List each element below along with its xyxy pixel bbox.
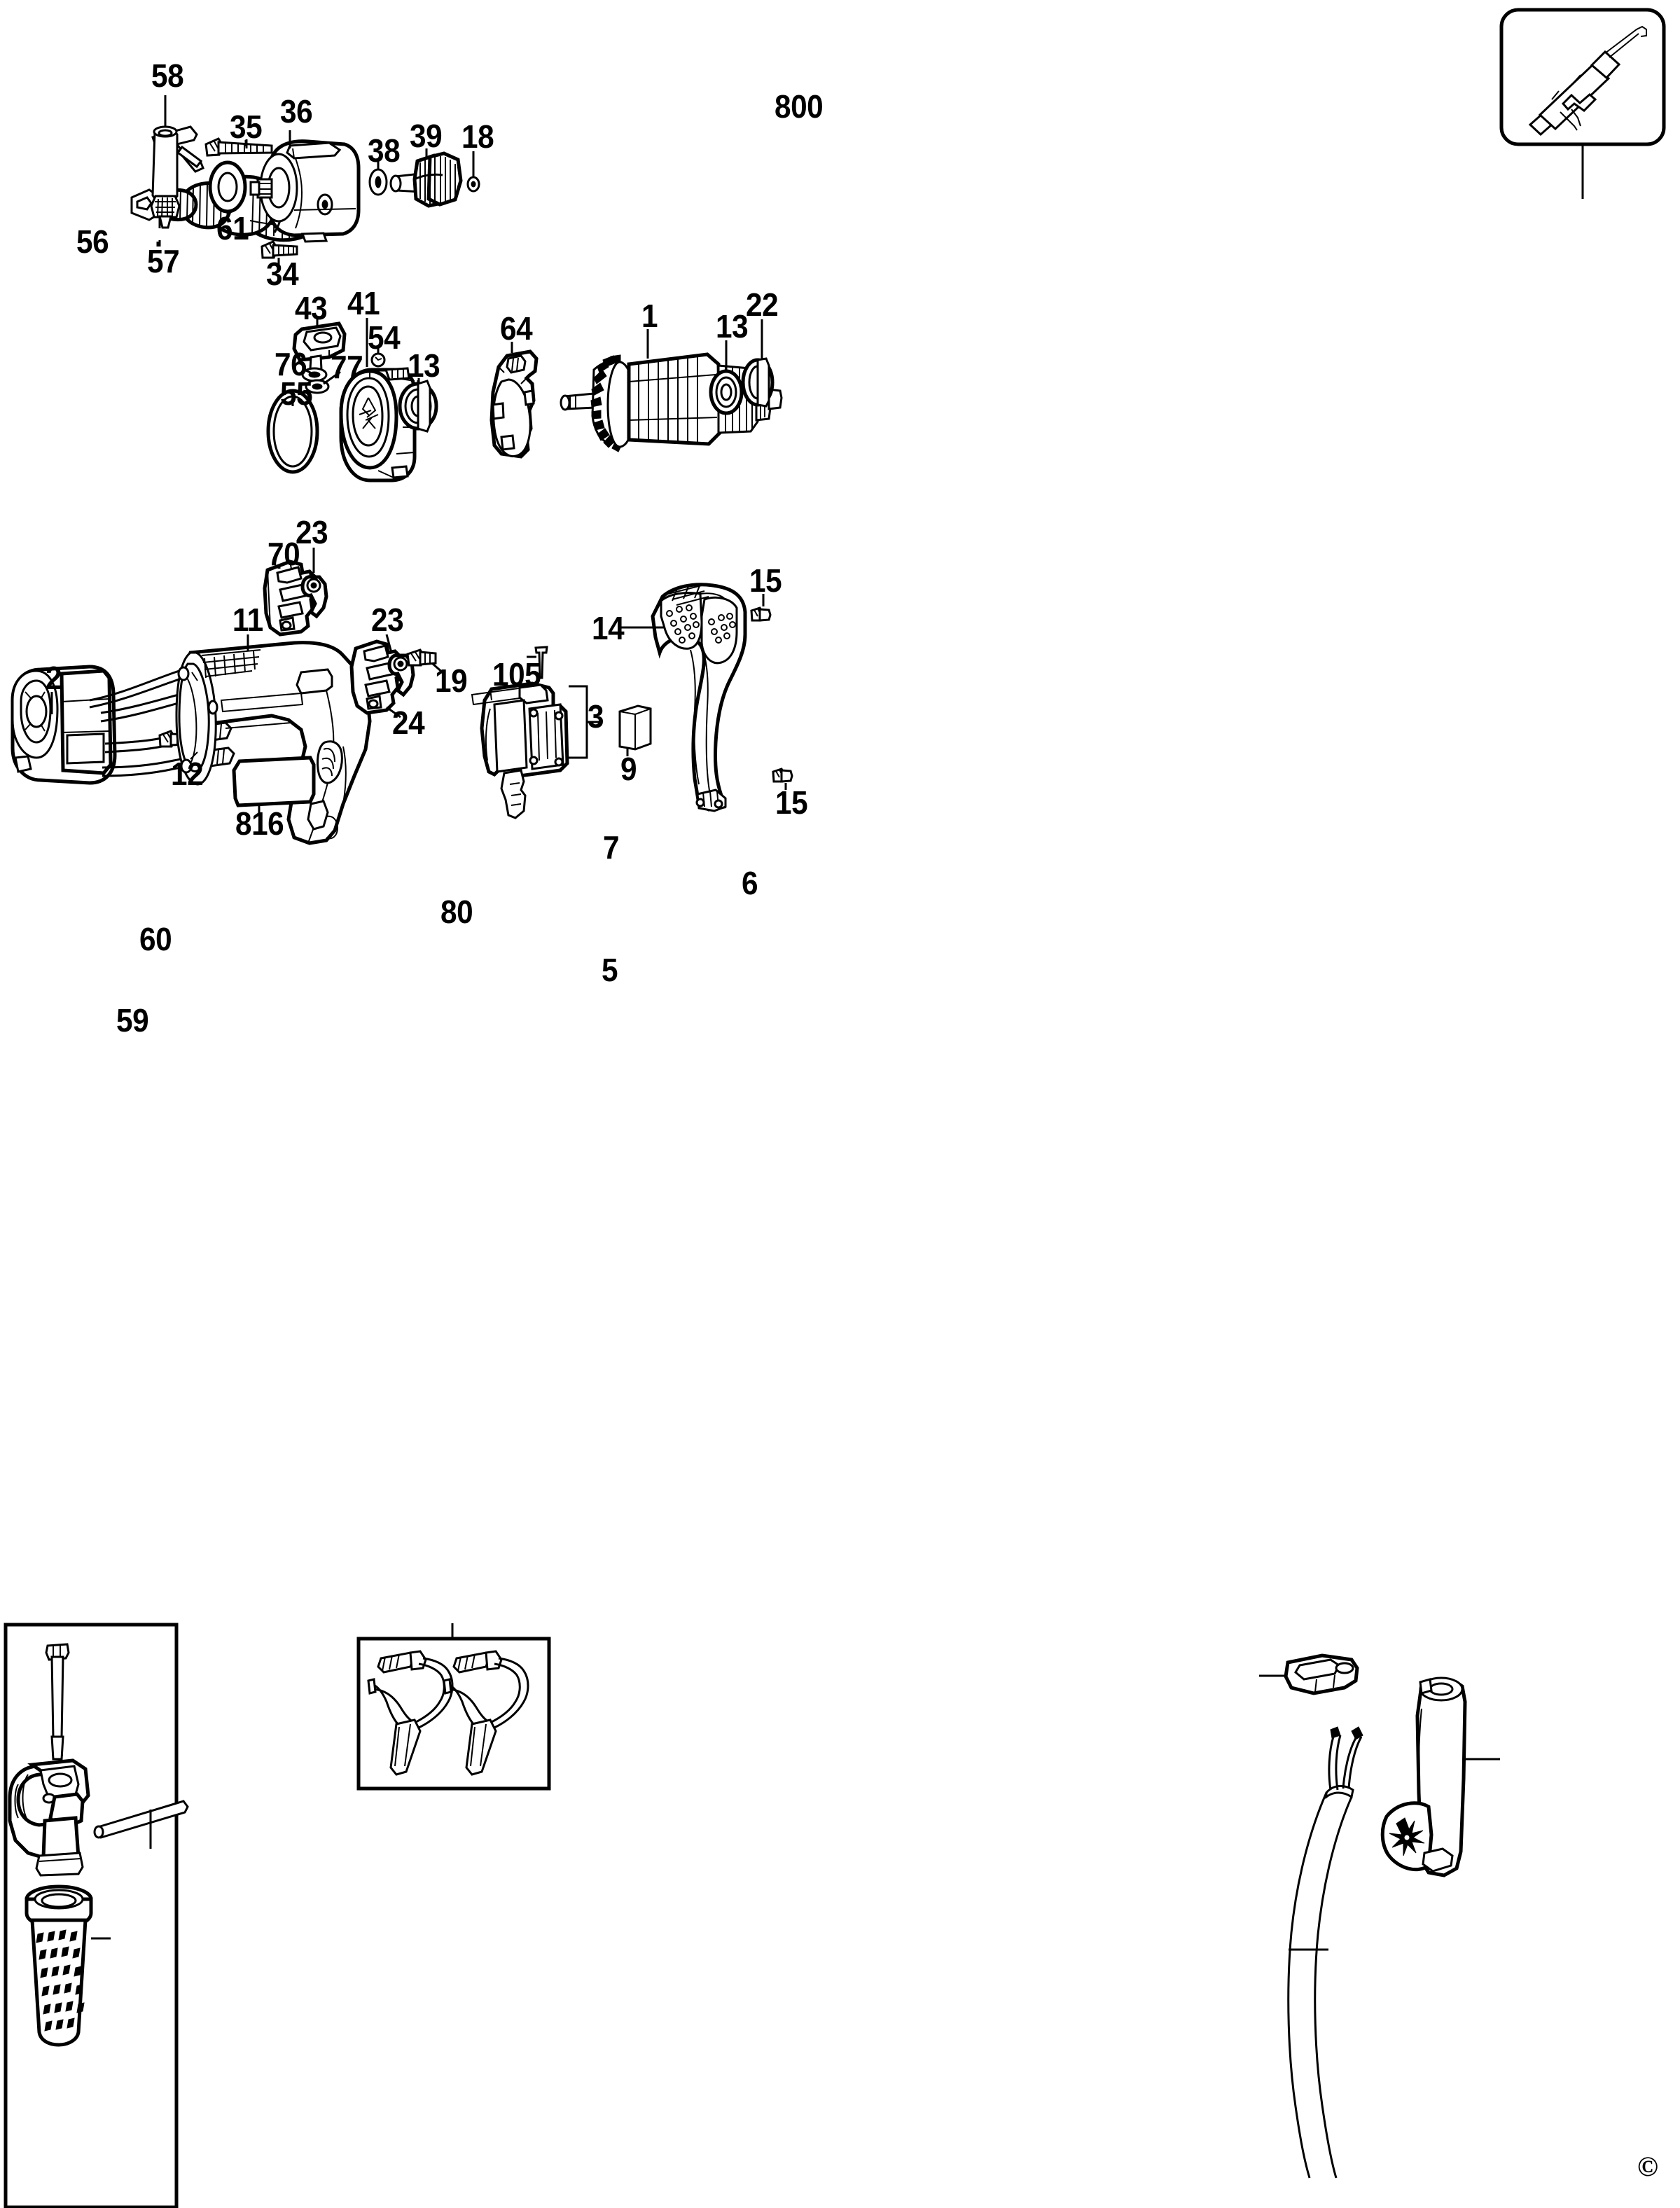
part-7-cord-clamp xyxy=(1259,1653,1359,1695)
part-64-brush-plate xyxy=(490,343,539,459)
part-41-gear-case-cover xyxy=(339,318,417,482)
callout-80: 80 xyxy=(440,894,473,930)
part-816-nameplate xyxy=(232,756,316,815)
part-9-suppressor xyxy=(618,704,652,756)
accessory-box-80 xyxy=(356,1623,551,1791)
callout-816: 816 xyxy=(235,805,284,842)
part-55-o-ring-large xyxy=(266,389,319,474)
part-23-spring-right xyxy=(385,634,415,697)
part-43-mode-selector xyxy=(292,317,347,380)
callout-23-left: 23 xyxy=(296,514,328,550)
callout-61: 61 xyxy=(216,210,249,247)
part-76-o-ring xyxy=(301,367,328,382)
callout-54: 54 xyxy=(368,319,401,356)
callout-64: 64 xyxy=(500,310,533,347)
callout-2: 2 xyxy=(46,660,62,696)
callout-34: 34 xyxy=(266,256,299,292)
callout-11: 11 xyxy=(232,602,263,638)
callout-70: 70 xyxy=(268,536,300,572)
callout-77: 77 xyxy=(331,349,363,385)
grease-tube-icon xyxy=(1528,25,1647,137)
callout-12: 12 xyxy=(171,756,204,792)
part-36-gear-case xyxy=(249,130,361,243)
part-14-handle-cover xyxy=(618,583,747,812)
part-70-brush-holder xyxy=(263,560,321,637)
callout-22: 22 xyxy=(746,286,779,323)
part-3-switch-assembly xyxy=(471,681,602,819)
callout-35: 35 xyxy=(230,109,263,145)
part-15-screw-bottom xyxy=(772,768,793,790)
callout-39: 39 xyxy=(410,118,443,154)
callout-13-right: 13 xyxy=(716,308,749,345)
callout-43: 43 xyxy=(295,290,328,326)
part-5-power-cord xyxy=(1287,1726,1363,2179)
callout-6: 6 xyxy=(742,865,758,901)
callout-38: 38 xyxy=(368,132,401,169)
part-34-screw xyxy=(261,240,298,270)
part-60-depth-rod xyxy=(93,1800,189,1849)
callout-9: 9 xyxy=(620,751,637,787)
callout-23-right: 23 xyxy=(371,602,404,638)
part-6-cord-protector xyxy=(1380,1676,1500,1877)
callout-57: 57 xyxy=(147,243,180,279)
part-61-washer xyxy=(208,160,247,216)
part-11-motor-housing xyxy=(175,634,372,845)
callout-58: 58 xyxy=(151,57,184,94)
part-13-bearing-left xyxy=(398,380,438,433)
callout-18: 18 xyxy=(461,118,494,155)
callout-41: 41 xyxy=(347,285,380,321)
callout-5: 5 xyxy=(602,952,618,988)
callout-3: 3 xyxy=(588,698,604,735)
part-13-bearing-right xyxy=(709,340,744,415)
callout-14: 14 xyxy=(592,610,625,646)
part-58-chuck-key xyxy=(150,95,204,229)
callout-105: 105 xyxy=(492,656,541,693)
callout-76: 76 xyxy=(275,346,307,382)
part-18-retaining-ring xyxy=(466,151,480,193)
part-19-screw xyxy=(406,648,445,675)
accessory-box-800-art xyxy=(1499,8,1666,199)
callout-59: 59 xyxy=(116,1002,149,1039)
callout-15-top: 15 xyxy=(749,562,782,599)
part-77-washer xyxy=(305,370,341,394)
copyright-mark: © xyxy=(1637,2151,1658,2182)
callout-60: 60 xyxy=(139,921,172,957)
callout-19: 19 xyxy=(435,662,468,699)
callout-55: 55 xyxy=(280,375,313,412)
part-22-felt-ring xyxy=(741,319,775,408)
part-23-spring-left xyxy=(300,548,328,619)
callout-15-bottom: 15 xyxy=(775,784,808,821)
callout-56: 56 xyxy=(76,223,109,260)
callout-800: 800 xyxy=(775,88,824,125)
callout-24: 24 xyxy=(392,704,425,741)
part-15-screw-top xyxy=(750,594,772,622)
part-105-pin xyxy=(527,646,548,679)
part-39-spindle-gear xyxy=(389,150,463,208)
callout-36: 36 xyxy=(280,93,313,130)
callout-1: 1 xyxy=(641,298,658,334)
part-35-long-screw xyxy=(204,137,273,157)
side-handle-box xyxy=(4,1623,179,2208)
callout-13-left: 13 xyxy=(408,347,440,384)
callout-7: 7 xyxy=(603,829,620,866)
